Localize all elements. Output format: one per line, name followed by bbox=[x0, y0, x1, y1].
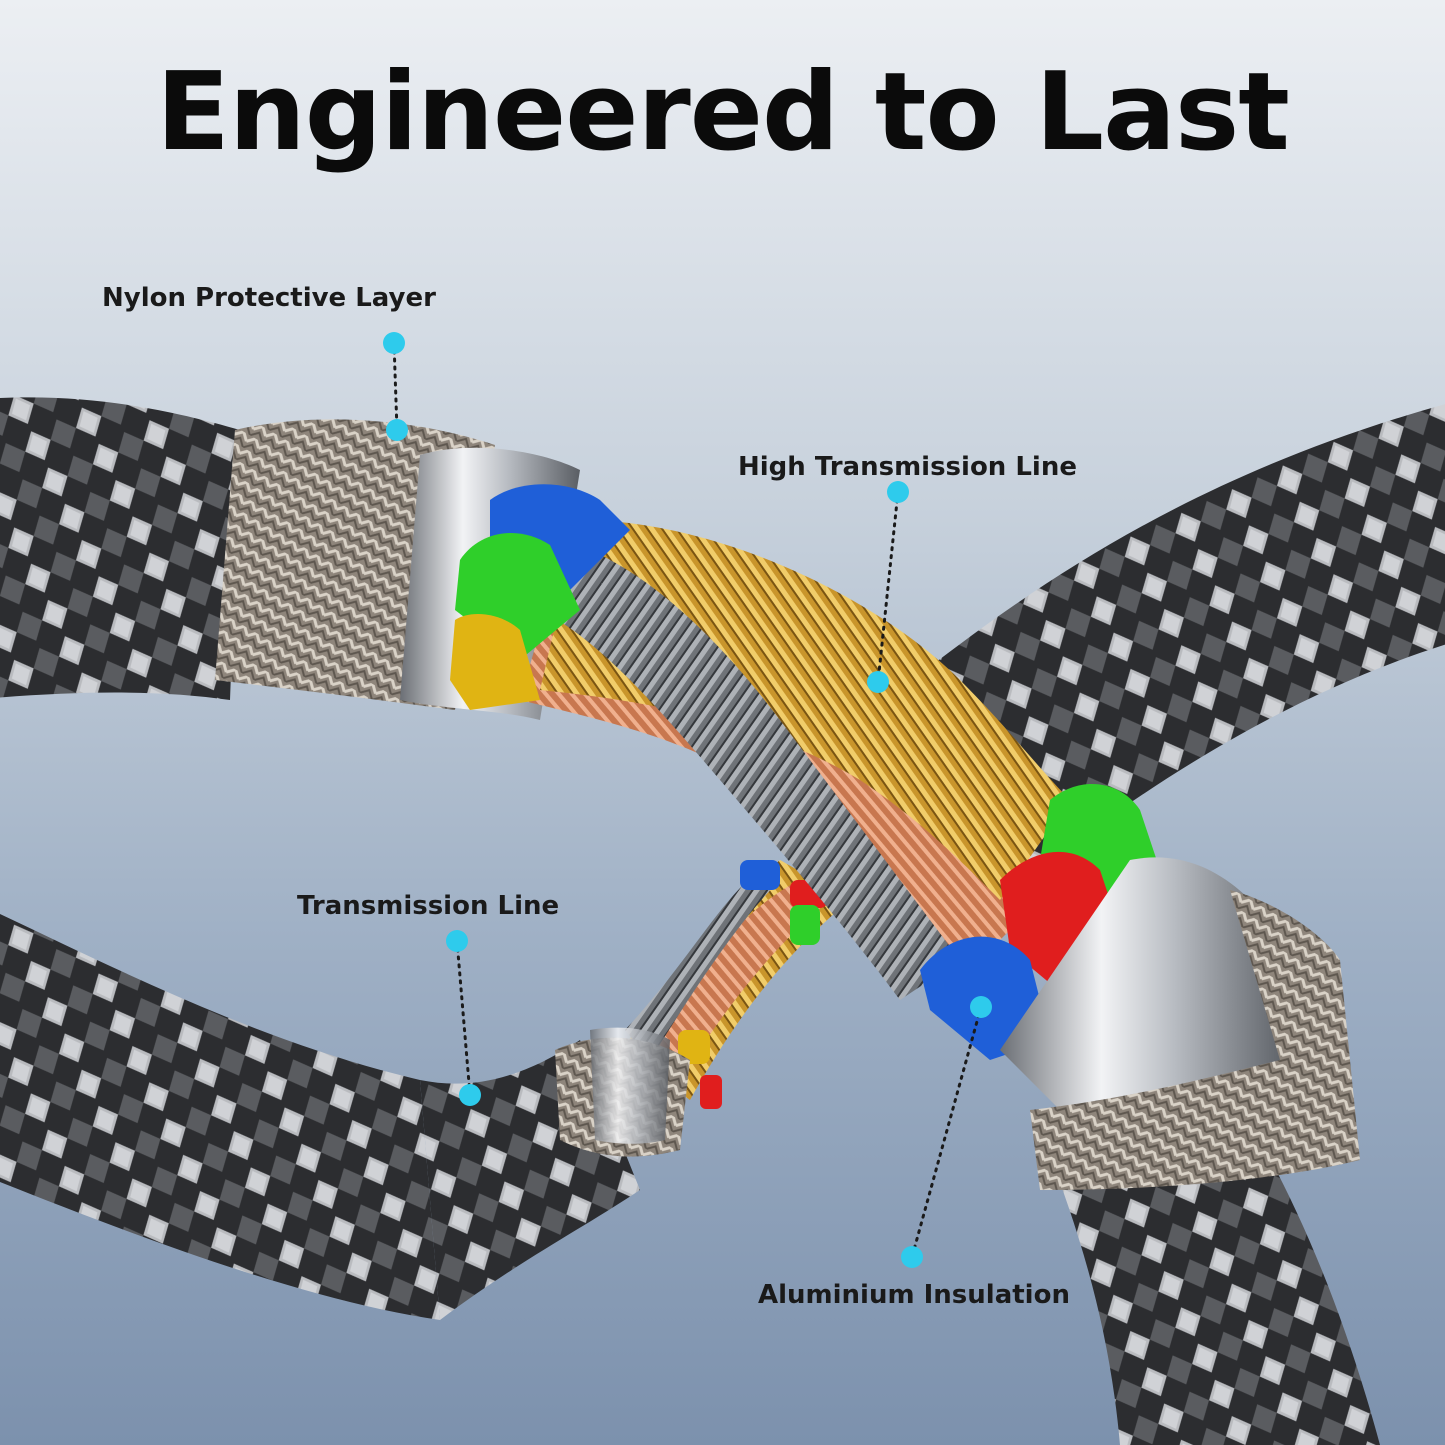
main-wire-bundle bbox=[520, 520, 1070, 1000]
braided-cable-lower-left bbox=[0, 914, 440, 1320]
callout-dot bbox=[901, 1246, 923, 1268]
callout-dot bbox=[386, 419, 408, 441]
mesh-sleeve-lower-right bbox=[1030, 890, 1360, 1190]
callout-dot bbox=[459, 1084, 481, 1106]
callout-dot bbox=[887, 481, 909, 503]
wire-insulators-upper bbox=[450, 484, 630, 710]
callout-high-transmission bbox=[867, 481, 909, 693]
label-high-transmission-line: High Transmission Line bbox=[738, 452, 1077, 482]
callout-dot bbox=[446, 930, 468, 952]
label-nylon-protective-layer: Nylon Protective Layer bbox=[102, 283, 436, 313]
callout-transmission bbox=[446, 930, 481, 1106]
callout-dot bbox=[383, 332, 405, 354]
metal-ring-lower-right bbox=[1000, 857, 1290, 1110]
lower-wire-bundle bbox=[620, 860, 850, 1109]
callout-aluminium bbox=[901, 996, 992, 1268]
callout-dot bbox=[867, 671, 889, 693]
metal-ring-lower-left bbox=[590, 1027, 670, 1144]
callout-nylon bbox=[383, 332, 408, 441]
braided-cable-upper-left bbox=[0, 397, 240, 700]
callout-dot bbox=[970, 996, 992, 1018]
label-transmission-line: Transmission Line bbox=[297, 891, 560, 921]
label-aluminium-insulation: Aluminium Insulation bbox=[758, 1280, 1070, 1310]
page-title: Engineered to Last bbox=[156, 50, 1290, 175]
